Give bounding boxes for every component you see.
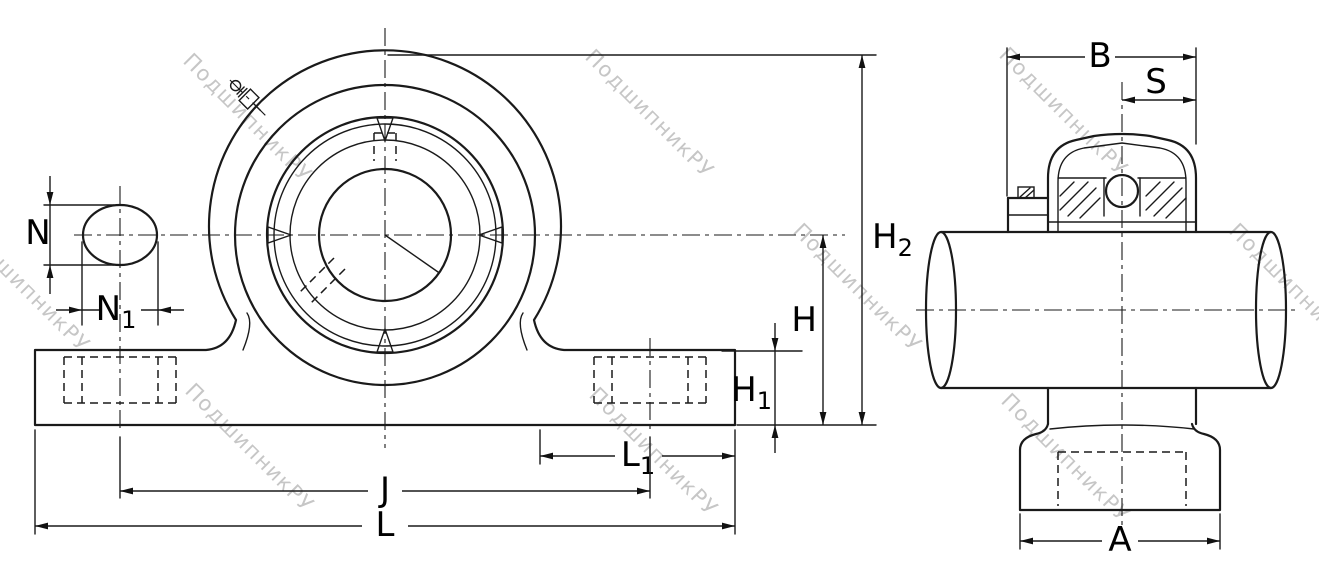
- bearing-od-circle: [265, 115, 505, 355]
- side-view: B S A: [916, 36, 1298, 560]
- dim-A: A: [1019, 513, 1221, 560]
- dim-label-A: A: [1108, 520, 1131, 560]
- bore-circle: [317, 167, 453, 303]
- base-outline: [1018, 422, 1222, 512]
- dim-N1: N1: [56, 241, 184, 334]
- rib-right: [519, 312, 528, 351]
- dim-J: J: [119, 436, 651, 510]
- dim-label-H1: H1: [731, 370, 772, 415]
- housing-boss-circle: [233, 83, 537, 387]
- dim-S: S: [1122, 62, 1196, 104]
- dim-label-B: B: [1088, 36, 1111, 76]
- ball-and-races: [1057, 173, 1187, 219]
- outer-ring-circle: [273, 123, 497, 347]
- watermark-text: ПодшипникРУ: [1224, 219, 1319, 357]
- dim-B: B: [1006, 36, 1197, 197]
- dim-label-N: N: [25, 213, 50, 253]
- dim-label-L1: L1: [621, 435, 655, 480]
- alignment-marks: [267, 117, 503, 353]
- base-slot-right: [593, 356, 707, 404]
- bearing-cap-inner: [1057, 142, 1187, 233]
- grease-fitting: [228, 78, 266, 116]
- base-slot-left: [63, 356, 177, 404]
- dim-H1: H1: [731, 323, 779, 453]
- dim-label-S: S: [1145, 62, 1167, 102]
- collar-set-screw: [1006, 186, 1050, 234]
- dim-H2: H2: [858, 55, 913, 425]
- bore-radius-line: [384, 234, 439, 273]
- dim-label-H: H: [791, 300, 817, 340]
- shaft: [924, 230, 1288, 390]
- watermarks: ПодшипникРУ ПодшипникРУ ПодшипникРУ Подш…: [0, 43, 1319, 527]
- dim-L: L: [34, 429, 736, 545]
- dim-label-J: J: [378, 470, 390, 510]
- housing-outline: [33, 49, 737, 427]
- watermark-text: ПодшипникРУ: [180, 379, 318, 517]
- dim-label-L: L: [376, 505, 395, 545]
- dim-label-N1: N1: [96, 289, 137, 334]
- hidden-lines: [298, 132, 397, 305]
- watermark-text: ПодшипникРУ: [996, 389, 1134, 527]
- base-slot-hidden: [1057, 451, 1187, 506]
- watermark-text: ПодшипникРУ: [580, 45, 718, 183]
- bolt-hole-ellipse: [81, 203, 159, 267]
- dim-label-H2: H2: [872, 217, 913, 262]
- base-top-edge: [1049, 424, 1195, 430]
- bearing-cap-outline: [1046, 132, 1198, 234]
- front-view: N N1 L1 J: [25, 28, 913, 545]
- dim-N: N: [25, 176, 115, 294]
- dim-H: H: [791, 235, 827, 425]
- dim-L1: L1: [539, 429, 735, 480]
- rib-left: [242, 312, 251, 351]
